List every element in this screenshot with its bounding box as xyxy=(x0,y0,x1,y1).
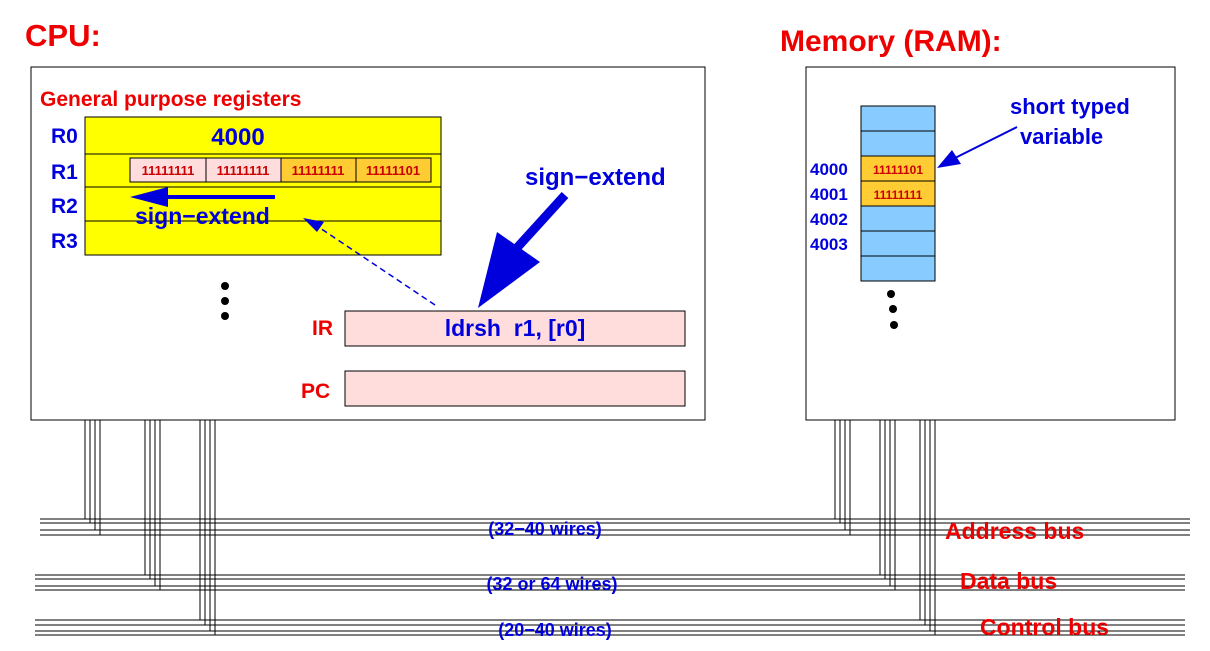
memory-address-4002: 4002 xyxy=(810,210,848,229)
sign-extend-inner-label: sign−extend xyxy=(135,203,270,229)
sign-extend-outer-label: sign−extend xyxy=(525,164,666,191)
address-bus xyxy=(40,518,1190,536)
sign-extend-left-arrow xyxy=(130,187,275,207)
ir-register xyxy=(344,310,686,347)
memory-value-4001: 11111111 xyxy=(874,188,923,202)
data-bus xyxy=(35,574,1185,591)
memory-address-4000: 4000 xyxy=(810,160,848,179)
memory-connectors xyxy=(834,420,936,635)
pc-label: PC xyxy=(301,380,330,403)
memory-ellipsis-dots xyxy=(887,290,898,329)
r1-byte-2: 11111111 xyxy=(217,163,270,178)
memory-annotation-line1: short typed xyxy=(1010,94,1130,119)
r1-byte-1: 11111111 xyxy=(292,163,345,178)
memory-title: Memory (RAM): xyxy=(780,25,1002,58)
cpu-title: CPU: xyxy=(25,18,101,53)
memory-annotation-arrow xyxy=(937,126,1018,168)
register-r3-label: R3 xyxy=(51,230,78,253)
memory-address-4003: 4003 xyxy=(810,235,848,254)
dashed-arrow xyxy=(303,218,436,306)
r1-byte-3: 11111111 xyxy=(142,163,195,178)
control-bus-wires: (20−40 wires) xyxy=(498,620,612,640)
register-ellipsis-dots xyxy=(221,282,229,320)
sign-extend-down-arrow xyxy=(478,191,569,308)
register-r2-label: R2 xyxy=(51,195,78,218)
memory-cells xyxy=(860,105,936,282)
ir-instruction: ldrsh r1, [r0] xyxy=(445,315,586,341)
data-bus-wires: (32 or 64 wires) xyxy=(486,574,617,594)
cpu-connectors xyxy=(84,420,216,635)
control-bus-label: Control bus xyxy=(980,614,1109,640)
address-bus-label: Address bus xyxy=(945,518,1084,544)
control-bus xyxy=(35,619,1185,636)
data-bus-label: Data bus xyxy=(960,568,1057,594)
r1-byte-0: 11111101 xyxy=(366,163,420,178)
register-r0-label: R0 xyxy=(51,125,78,148)
register-r1-bytes xyxy=(129,157,432,183)
registers-title: General purpose registers xyxy=(40,88,301,111)
ir-label: IR xyxy=(312,317,333,340)
memory-value-4000: 11111101 xyxy=(873,163,923,177)
pc-register xyxy=(344,370,686,407)
register-r1-label: R1 xyxy=(51,161,78,184)
register-r0-value: 4000 xyxy=(211,124,264,151)
address-bus-wires: (32−40 wires) xyxy=(488,519,602,539)
memory-annotation-line2: variable xyxy=(1020,124,1103,149)
memory-address-4001: 4001 xyxy=(810,185,848,204)
register-file xyxy=(84,116,442,256)
